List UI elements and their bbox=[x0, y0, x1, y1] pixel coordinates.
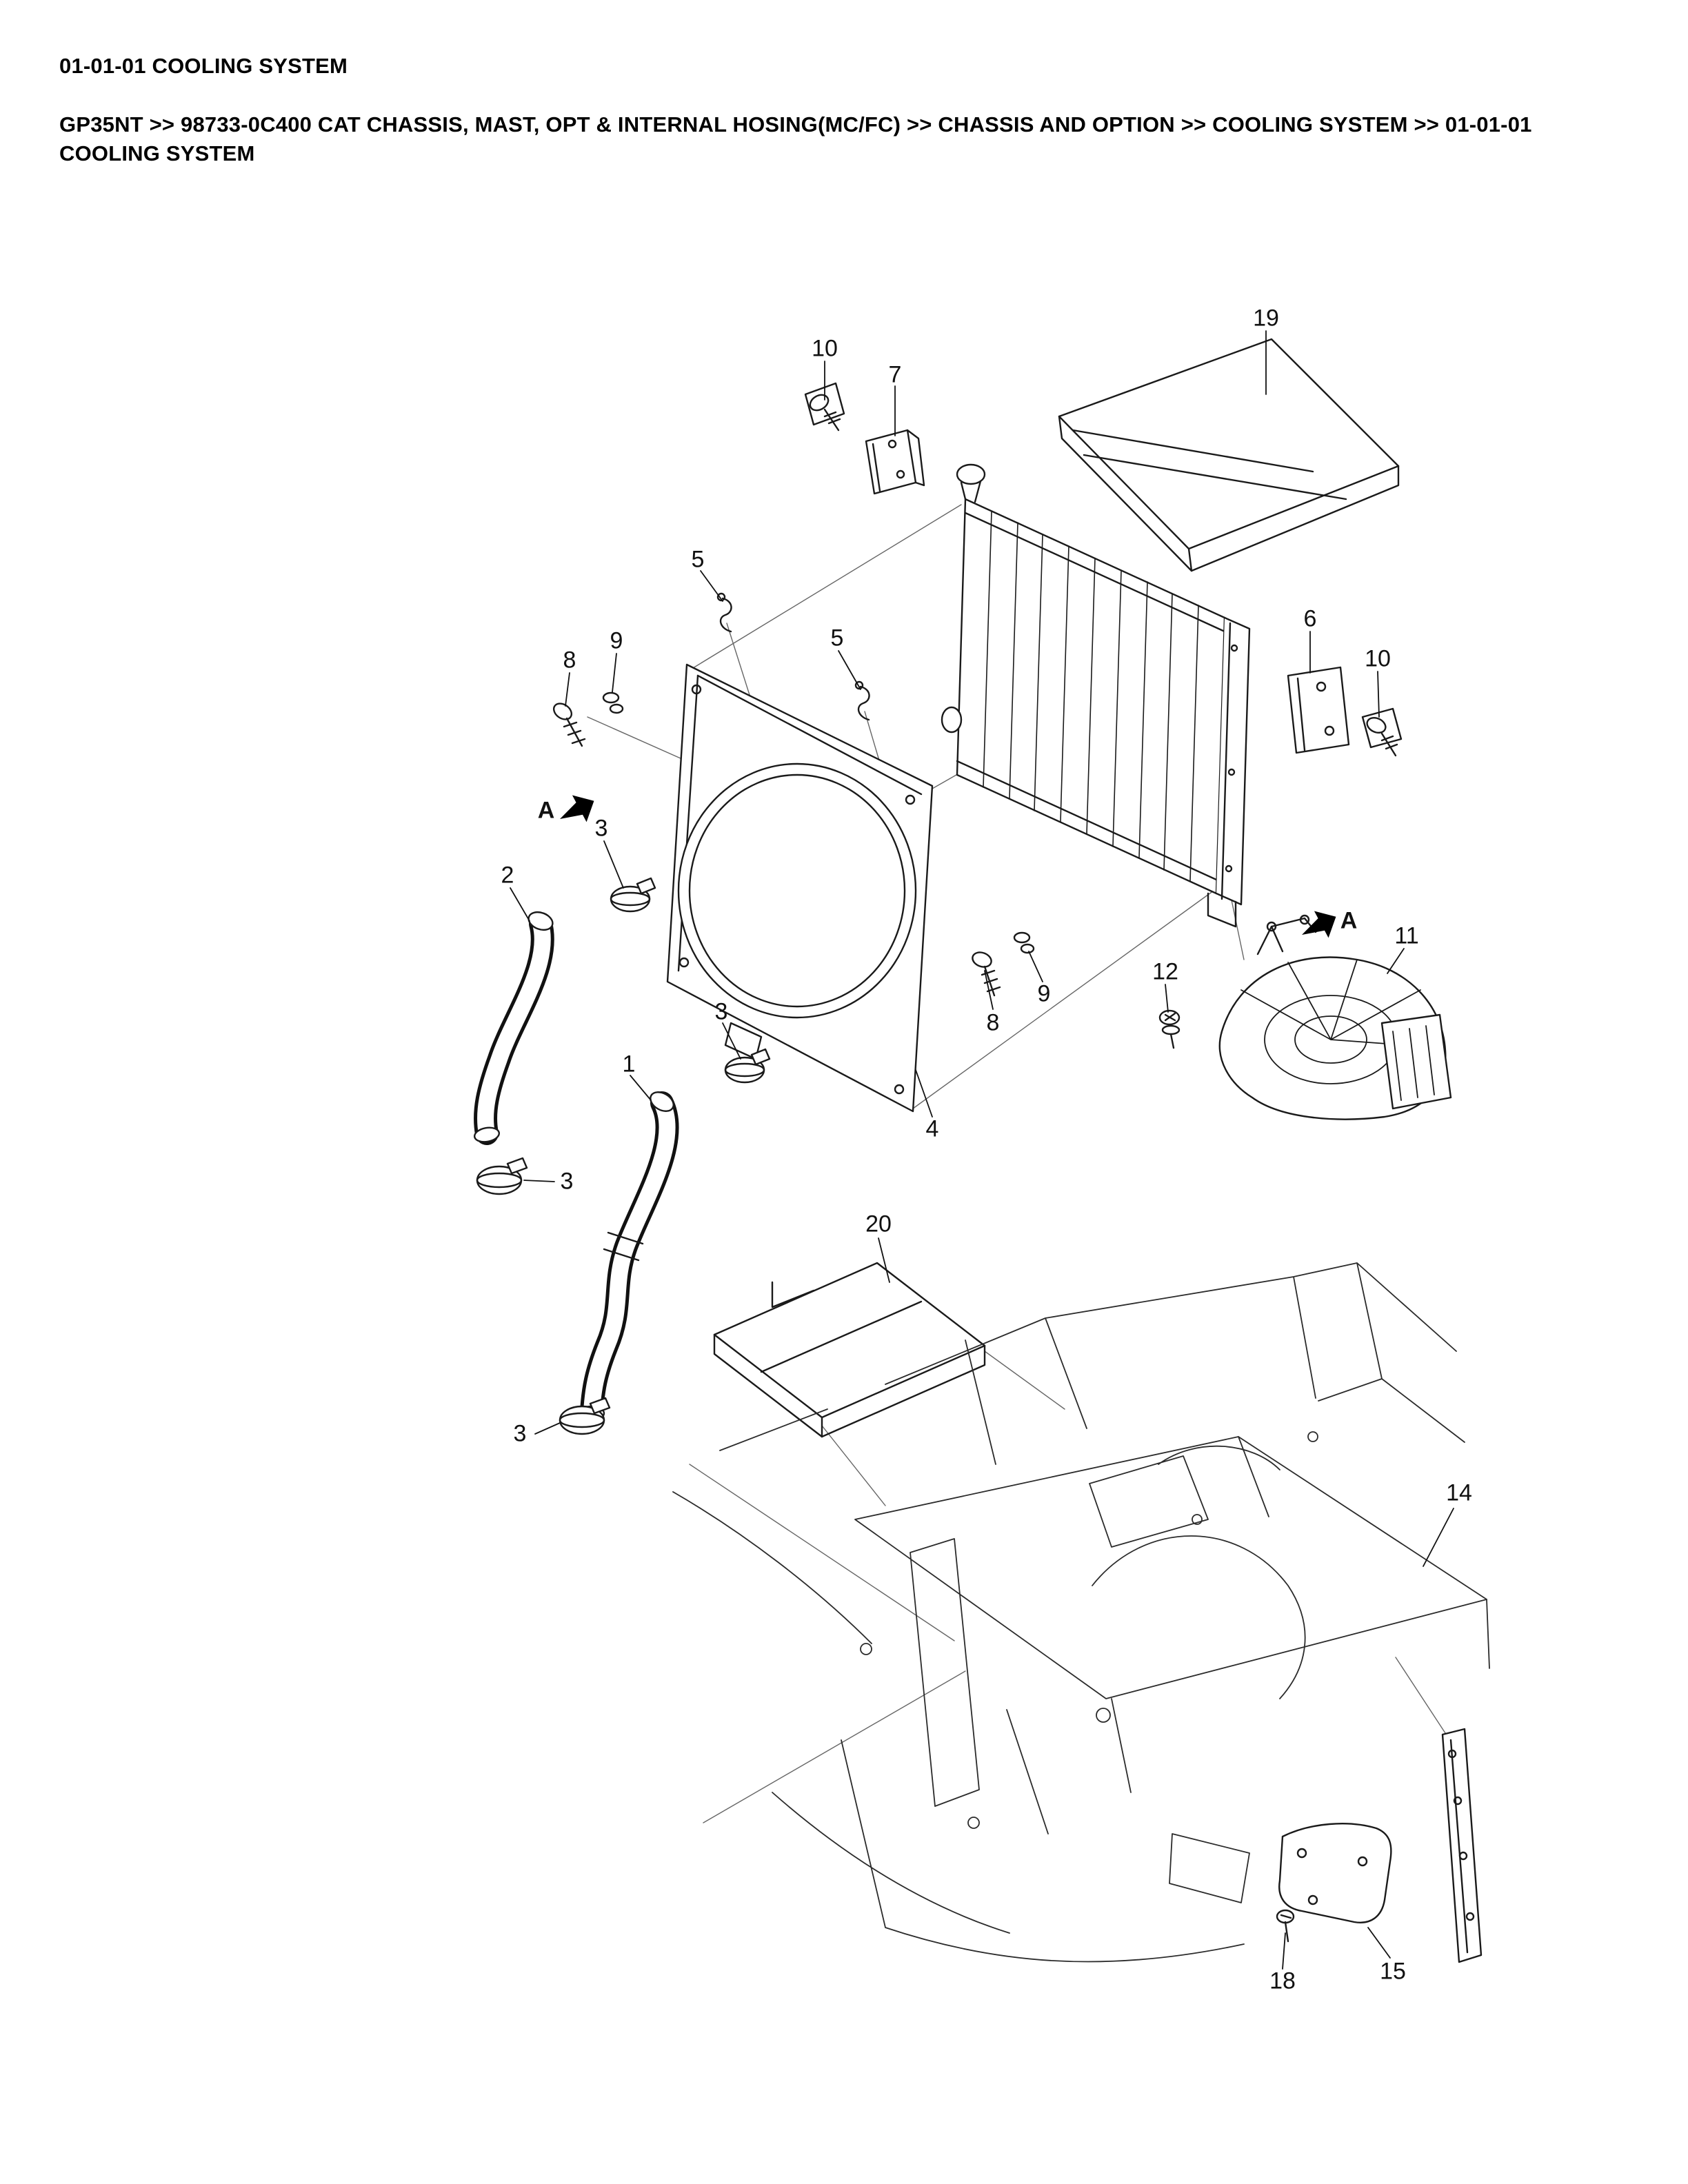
panel-part-20 bbox=[713, 1262, 986, 1438]
view-arrow-a-right bbox=[1302, 911, 1336, 938]
breadcrumb: GP35NT >> 98733-0C400 CAT CHASSIS, MAST,… bbox=[59, 112, 1532, 165]
leader-lines bbox=[510, 330, 1454, 1970]
top-cover-part-19 bbox=[1058, 338, 1400, 572]
washers-part-9-right bbox=[1013, 931, 1035, 954]
page-title: 01-01-01 COOLING SYSTEM bbox=[59, 54, 348, 78]
screw-part-18 bbox=[1276, 1909, 1295, 1943]
screw-part-10-right bbox=[1361, 707, 1403, 757]
fan-guard-part-11 bbox=[1218, 914, 1452, 1120]
hose-part-1 bbox=[578, 1091, 679, 1424]
radiator bbox=[941, 463, 1251, 928]
screw-part-10-top bbox=[804, 382, 845, 432]
rail-part-14 bbox=[1441, 1728, 1483, 1963]
bracket-part-7 bbox=[865, 429, 925, 495]
hose-part-2 bbox=[473, 911, 554, 1145]
bolt-part-8-right bbox=[972, 951, 1001, 997]
washers-part-9-left bbox=[602, 691, 624, 714]
fan-shroud-part-4 bbox=[666, 663, 934, 1113]
clips-part-5 bbox=[716, 592, 870, 721]
bracket-part-6 bbox=[1287, 666, 1350, 754]
bolt-part-8-left bbox=[552, 702, 586, 747]
view-arrow-a-left bbox=[560, 795, 594, 822]
hose-clamps-part-3 bbox=[476, 877, 771, 1435]
chassis-frame bbox=[672, 1262, 1490, 1963]
plate-part-15 bbox=[1278, 1823, 1392, 1923]
screw-part-12 bbox=[1158, 1009, 1180, 1049]
